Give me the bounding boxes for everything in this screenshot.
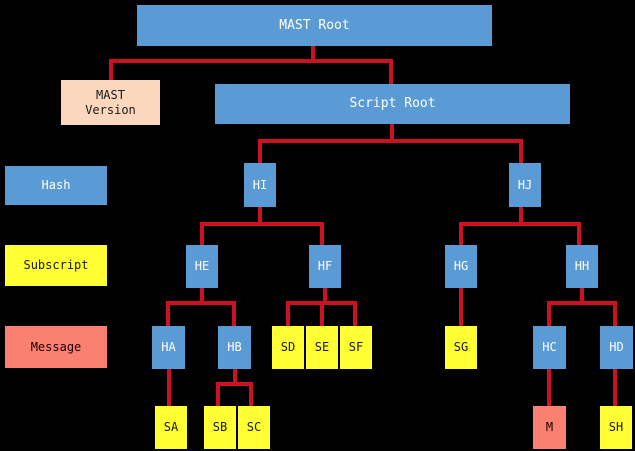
edge-hf-drop — [320, 222, 324, 245]
edge-hh-bus — [547, 301, 617, 305]
node-sc: SC — [238, 406, 270, 449]
edge-hi-bus — [200, 222, 324, 226]
edge-hj-stem — [519, 207, 523, 225]
edge-hh-stem — [580, 288, 584, 303]
edge-script-root-drop — [389, 59, 393, 84]
node-sh: SH — [600, 406, 632, 449]
edge-mast-root-bus — [109, 59, 393, 63]
edge-hg-sg-link — [459, 288, 463, 326]
edge-hb-bus — [216, 382, 253, 386]
node-sd: SD — [272, 326, 304, 369]
edge-hj-bus — [459, 222, 581, 226]
node-hi: HI — [244, 163, 276, 207]
edge-hj-drop — [519, 139, 523, 163]
edge-hd-sh-link — [613, 369, 617, 406]
edge-hi-drop — [258, 139, 262, 163]
node-hb: HB — [218, 326, 251, 369]
node-hd: HD — [600, 326, 633, 369]
edge-mast-version-drop — [109, 59, 113, 80]
node-sg: SG — [445, 326, 477, 369]
edge-mast-root-stem — [311, 46, 315, 63]
node-mast-root: MAST Root — [137, 5, 492, 46]
legend-item-message: Message — [5, 326, 107, 368]
edge-hc-m-link — [547, 369, 551, 406]
edge-se-drop — [320, 301, 324, 326]
edge-hi-stem — [258, 207, 262, 225]
edge-hg-drop — [459, 222, 463, 245]
edge-script-root-stem — [390, 124, 394, 142]
edge-hd-drop — [613, 301, 617, 326]
node-hg: HG — [445, 245, 477, 288]
edge-sf-drop — [353, 301, 357, 326]
edge-hb-stem — [233, 369, 237, 384]
edge-sc-drop — [249, 382, 253, 406]
node-ha: HA — [152, 326, 185, 369]
legend-item-subscript: Subscript — [5, 245, 107, 286]
node-sb: SB — [204, 406, 236, 449]
edge-hc-drop — [547, 301, 551, 326]
node-sa: SA — [155, 406, 187, 449]
node-hj: HJ — [509, 163, 541, 207]
edge-hb-drop — [232, 301, 236, 326]
edge-sd-drop — [286, 301, 290, 326]
node-hc: HC — [533, 326, 566, 369]
edge-he-stem — [200, 288, 204, 303]
node-sf: SF — [340, 326, 372, 369]
node-m: M — [533, 406, 566, 449]
node-he: HE — [186, 245, 218, 288]
edge-he-bus — [166, 301, 236, 305]
node-script-root: Script Root — [215, 84, 570, 124]
edge-he-drop — [200, 222, 204, 245]
node-mast-version: MAST Version — [61, 80, 160, 125]
edge-ha-sa-link — [167, 369, 171, 406]
node-hf: HF — [309, 245, 341, 288]
edge-sb-drop — [216, 382, 220, 406]
edge-ha-drop — [166, 301, 170, 326]
edge-hf-stem — [323, 288, 327, 303]
edge-script-root-bus — [258, 139, 523, 143]
node-se: SE — [306, 326, 338, 369]
legend-item-hash: Hash — [5, 166, 107, 205]
edge-hh-drop — [577, 222, 581, 245]
node-hh: HH — [566, 245, 598, 288]
